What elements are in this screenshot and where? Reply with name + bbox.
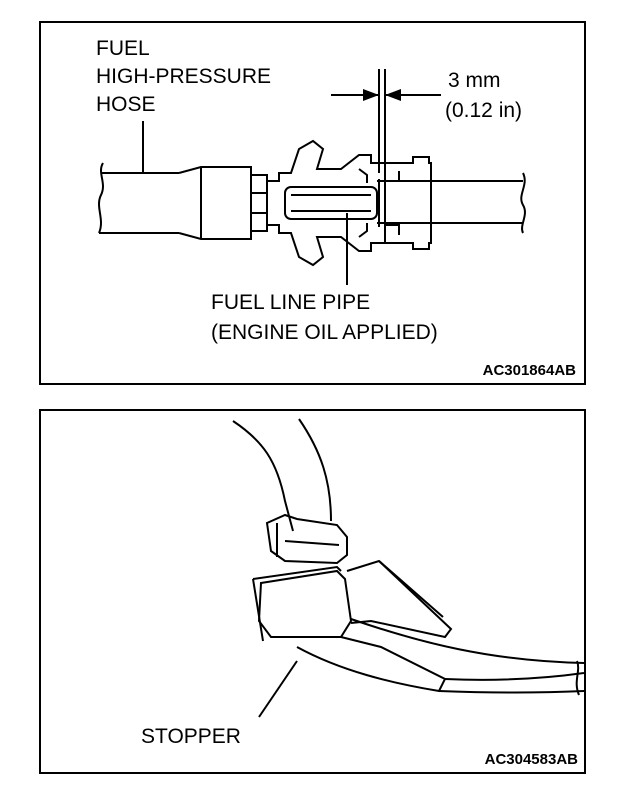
- fuel-hose-connection-drawing: [98, 69, 526, 285]
- figure-code-top: AC301864AB: [482, 362, 576, 379]
- dimension-in-label: (0.12 in): [445, 99, 523, 122]
- pipe-label-line2: (ENGINE OIL APPLIED): [211, 321, 438, 344]
- hose-label-line1: FUEL: [96, 37, 150, 60]
- hose-label-line2: HIGH-PRESSURE: [96, 65, 272, 88]
- hose-label-line3: HOSE: [96, 93, 156, 116]
- pipe-label-line1: FUEL LINE PIPE: [211, 291, 371, 314]
- dimension-mm-label: 3 mm: [448, 69, 501, 92]
- figure-code-bottom: AC304583AB: [484, 751, 578, 768]
- figure-panel-stopper: STOPPER AC304583AB: [39, 409, 586, 774]
- stopper-drawing: [232, 418, 584, 718]
- stopper-label: STOPPER: [141, 725, 241, 748]
- figure-panel-fuel-hose-connection: FUEL HIGH-PRESSURE HOSE 3 mm (0.12 in) F…: [39, 21, 586, 385]
